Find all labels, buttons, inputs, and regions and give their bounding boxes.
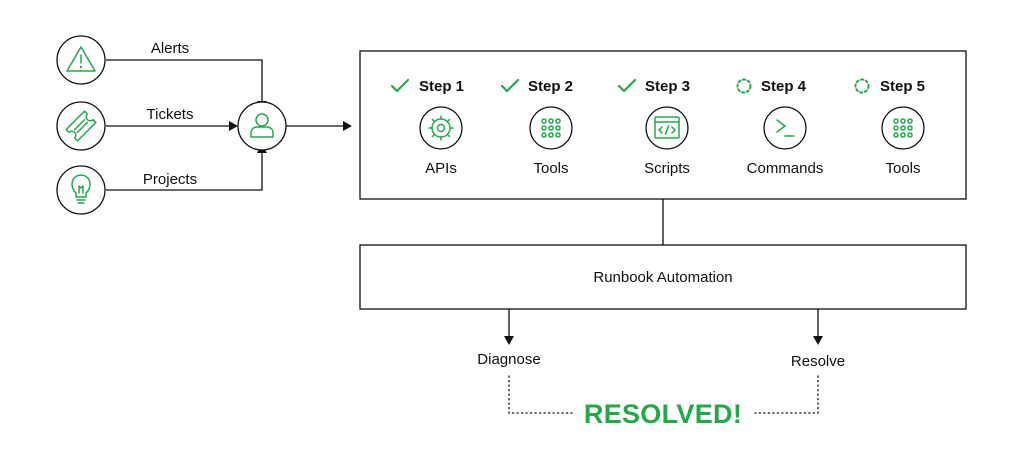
resolve-arrowhead — [813, 336, 823, 345]
terminal-icon — [763, 106, 807, 150]
projects-label: Projects — [143, 171, 197, 188]
responder-arrowhead — [343, 121, 352, 131]
step-3-header: Step 3 — [617, 78, 690, 95]
step-2-tool: Tools — [533, 160, 568, 177]
diagnose-label: Diagnose — [477, 351, 540, 368]
step-2-header: Step 2 — [500, 78, 573, 95]
tickets-arrowhead — [229, 121, 238, 131]
step-1-title: Step 1 — [419, 78, 464, 95]
resolve-label: Resolve — [791, 353, 845, 370]
projects-connector — [106, 152, 263, 191]
automation-label: Runbook Automation — [593, 269, 732, 286]
diagnose-arrowhead — [504, 336, 514, 345]
resolve-dotted-path — [754, 375, 819, 414]
step-4-tool: Commands — [747, 160, 824, 177]
alerts-label: Alerts — [151, 40, 189, 57]
resolved-label: RESOLVED! — [584, 399, 742, 429]
code-window-icon — [645, 106, 689, 150]
step-1-header: Step 1 — [390, 78, 464, 95]
grid-icon — [881, 106, 925, 150]
step-5-title: Step 5 — [880, 78, 925, 95]
warning-icon — [56, 35, 106, 85]
step-4-header: Step 4 — [736, 78, 807, 95]
step-2-title: Step 2 — [528, 78, 573, 95]
tickets-label: Tickets — [147, 106, 194, 123]
step-1-tool: APIs — [425, 160, 457, 177]
gear-icon — [419, 106, 463, 150]
ticket-icon — [56, 101, 106, 151]
check-icon — [390, 78, 410, 93]
alerts-connector — [106, 59, 263, 102]
lightbulb-icon — [56, 165, 106, 215]
check-icon — [617, 78, 637, 93]
pending-spinner-icon — [854, 78, 870, 94]
step-3-tool: Scripts — [644, 160, 690, 177]
step-5-tool: Tools — [885, 160, 920, 177]
step-5-header: Step 5 — [854, 78, 925, 95]
grid-icon — [529, 106, 573, 150]
diagnose-dotted-path — [508, 375, 573, 414]
step-4-title: Step 4 — [761, 78, 807, 95]
user-icon — [237, 101, 287, 151]
step-3-title: Step 3 — [645, 78, 690, 95]
pending-spinner-icon — [736, 78, 752, 94]
automation-box — [359, 244, 967, 310]
check-icon — [500, 78, 520, 93]
